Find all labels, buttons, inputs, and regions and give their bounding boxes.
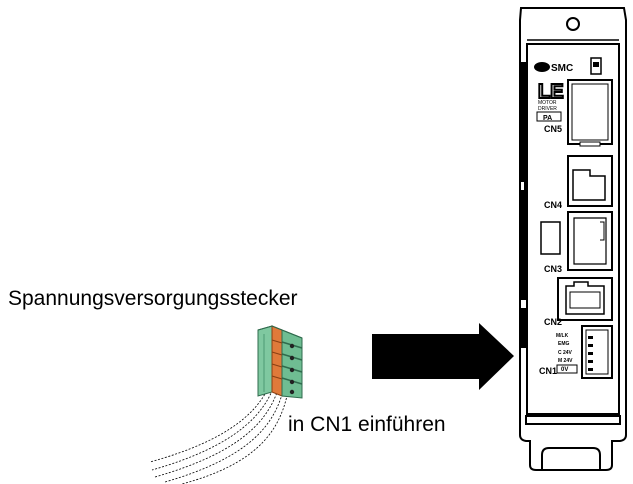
port-cn3: CN3 xyxy=(540,211,613,274)
svg-text:CN4: CN4 xyxy=(544,200,562,210)
cn1-pin-2: EMG xyxy=(558,341,570,347)
mounting-slot-icon xyxy=(541,447,601,470)
svg-text:CN1: CN1 xyxy=(539,366,557,376)
mounting-hole-icon xyxy=(566,17,580,31)
cn1-pin-1: M/LK xyxy=(556,333,569,339)
cn1-pin-3: C 24V xyxy=(558,350,573,356)
port-cn4: CN4 xyxy=(544,155,613,210)
instruction-label: in CN1 einführen xyxy=(288,413,446,436)
port-cn2: CN2 xyxy=(544,277,613,327)
cn1-pin-5: 0V xyxy=(561,367,568,373)
model-line-2: DRIVER xyxy=(538,106,557,112)
connector-label: Spannungsversorgungsstecker xyxy=(8,287,298,310)
power-connector-plug xyxy=(257,325,303,399)
svg-text:SMC: SMC xyxy=(551,63,573,74)
svg-text:CN2: CN2 xyxy=(544,317,562,327)
smc-logo: SMC xyxy=(534,62,573,74)
port-cn1: M/LK EMG C 24V M 24V 0V CN1 xyxy=(539,325,613,379)
cn1-pin-4: M 24V xyxy=(558,358,573,364)
model-line-1: MOTOR xyxy=(538,100,557,106)
model-box: PA xyxy=(543,115,552,122)
series-label: LE xyxy=(538,81,564,103)
insert-arrow-icon xyxy=(372,323,514,390)
svg-text:CN5: CN5 xyxy=(544,124,562,134)
connector-wires xyxy=(149,377,289,484)
motor-driver-unit: SMC LE MOTOR DRIVER PA CN5 CN4 CN3 xyxy=(519,7,627,471)
port-cn5: CN5 xyxy=(544,79,613,147)
svg-text:CN3: CN3 xyxy=(544,264,562,274)
